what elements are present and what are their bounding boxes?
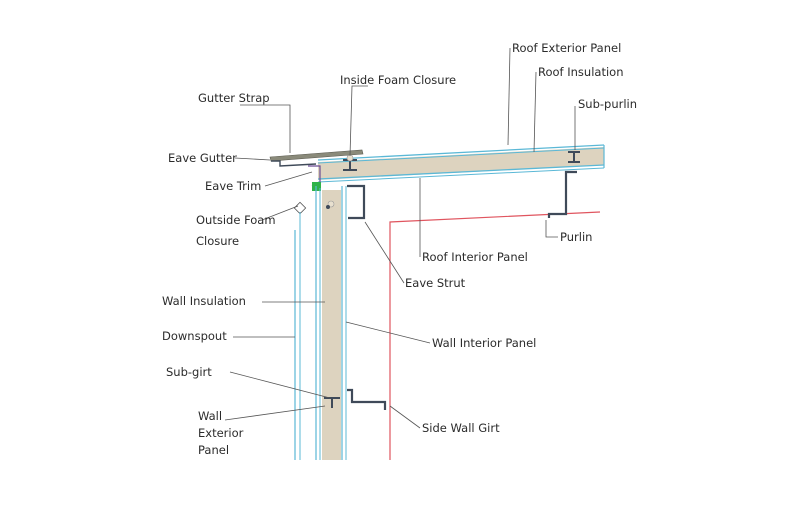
- label-wall-exterior-panel-2: Exterior: [198, 426, 244, 440]
- roof-exterior-panel-line: [317, 144, 605, 161]
- roof-assembly: [317, 144, 605, 220]
- label-eave-trim: Eave Trim: [205, 179, 261, 193]
- purlin: [547, 170, 577, 218]
- eave-gutter: [271, 160, 317, 167]
- label-wall-interior-panel: Wall Interior Panel: [432, 336, 536, 350]
- sub-purlin: [568, 151, 580, 163]
- label-outside-foam-closure-1: Outside Foam: [196, 213, 276, 227]
- label-eave-gutter: Eave Gutter: [168, 151, 237, 165]
- sub-girt: [324, 397, 340, 408]
- eave-strut: [347, 184, 366, 220]
- interior-outline: [389, 211, 601, 460]
- label-gutter-strap: Gutter Strap: [198, 91, 270, 105]
- label-roof-exterior-panel: Roof Exterior Panel: [512, 41, 621, 55]
- label-roof-interior-panel: Roof Interior Panel: [422, 250, 528, 264]
- roof-interior-panel-line: [317, 164, 605, 180]
- label-inside-foam-closure: Inside Foam Closure: [340, 73, 456, 87]
- labels: Roof Exterior Panel Roof Insulation Sub-…: [162, 41, 637, 457]
- wall-assembly: [294, 186, 387, 460]
- label-wall-exterior-panel-3: Panel: [198, 443, 229, 457]
- side-wall-girt: [347, 388, 387, 410]
- label-purlin: Purlin: [560, 230, 592, 244]
- roof-insulation-fill: [318, 147, 604, 180]
- label-downspout: Downspout: [162, 329, 227, 343]
- eave-gutter-assembly: [269, 149, 364, 215]
- label-sub-purlin: Sub-purlin: [578, 97, 637, 111]
- gutter-strap: [269, 149, 364, 162]
- leader-lines: [224, 47, 576, 429]
- label-roof-insulation: Roof Insulation: [538, 65, 623, 79]
- label-wall-exterior-panel-1: Wall: [198, 409, 222, 423]
- wall-insulation-fill: [322, 190, 341, 460]
- label-outside-foam-closure-2: Closure: [196, 234, 239, 248]
- label-sub-girt: Sub-girt: [166, 365, 212, 379]
- label-side-wall-girt: Side Wall Girt: [422, 421, 500, 435]
- label-wall-insulation: Wall Insulation: [162, 294, 246, 308]
- label-eave-strut: Eave Strut: [405, 276, 466, 290]
